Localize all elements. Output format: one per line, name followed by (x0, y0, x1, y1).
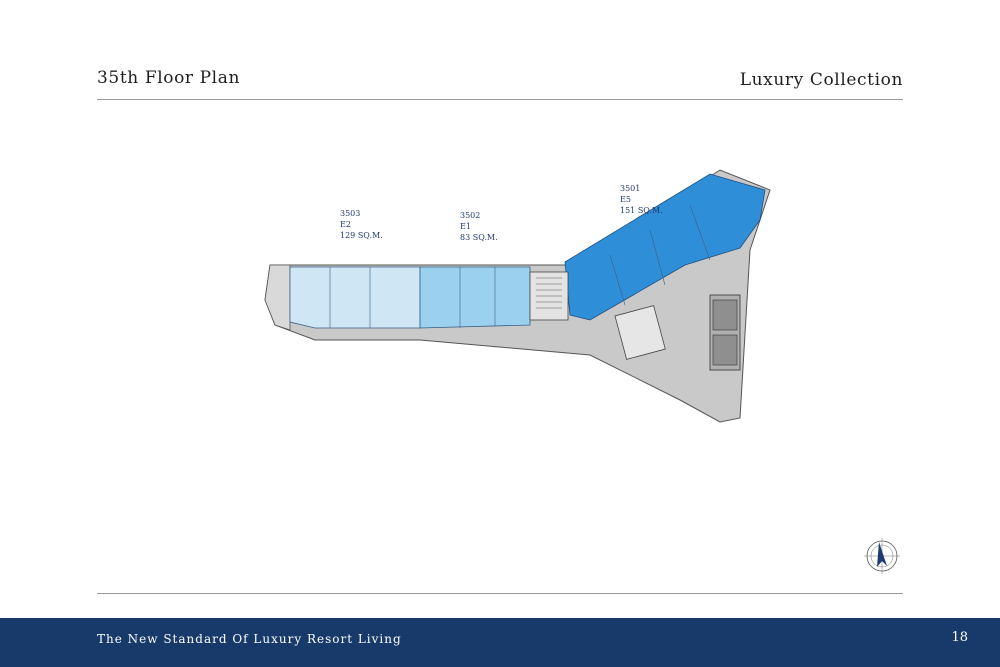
page-header: 35th Floor Plan Luxury Collection (97, 62, 903, 100)
unit-3502 (419, 266, 531, 329)
service-stair (614, 305, 666, 360)
collection-title: Luxury Collection (739, 70, 903, 90)
floor-plan: 3503 E2 129 SQ.M. 3502 E1 83 SQ.M. 3501 … (240, 160, 780, 430)
unit-label-3502: 3502 E1 83 SQ.M. (460, 210, 498, 243)
unit-type: E2 (340, 220, 351, 229)
unit-type: E5 (620, 195, 631, 204)
north-arrow-icon (862, 536, 902, 576)
footer-divider (97, 593, 903, 594)
unit-number: 3501 (620, 184, 641, 193)
unit-label-3501: 3501 E5 151 SQ.M. (620, 183, 663, 216)
header-divider (97, 99, 903, 100)
floor-plan-drawing (264, 169, 771, 423)
unit-number: 3503 (340, 209, 361, 218)
footer-bar: The New Standard Of Luxury Resort Living… (0, 618, 1000, 667)
unit-area: 151 SQ.M. (620, 206, 663, 215)
unit-area: 129 SQ.M. (340, 231, 383, 240)
unit-area: 83 SQ.M. (460, 233, 498, 242)
unit-label-3503: 3503 E2 129 SQ.M. (340, 208, 383, 241)
unit-number: 3502 (460, 211, 481, 220)
footer-tagline: The New Standard Of Luxury Resort Living (97, 632, 402, 646)
page-title: 35th Floor Plan (97, 68, 241, 88)
page-number: 18 (951, 630, 968, 645)
unit-3501 (564, 173, 766, 321)
unit-3503 (289, 266, 421, 329)
unit-type: E1 (460, 222, 471, 231)
